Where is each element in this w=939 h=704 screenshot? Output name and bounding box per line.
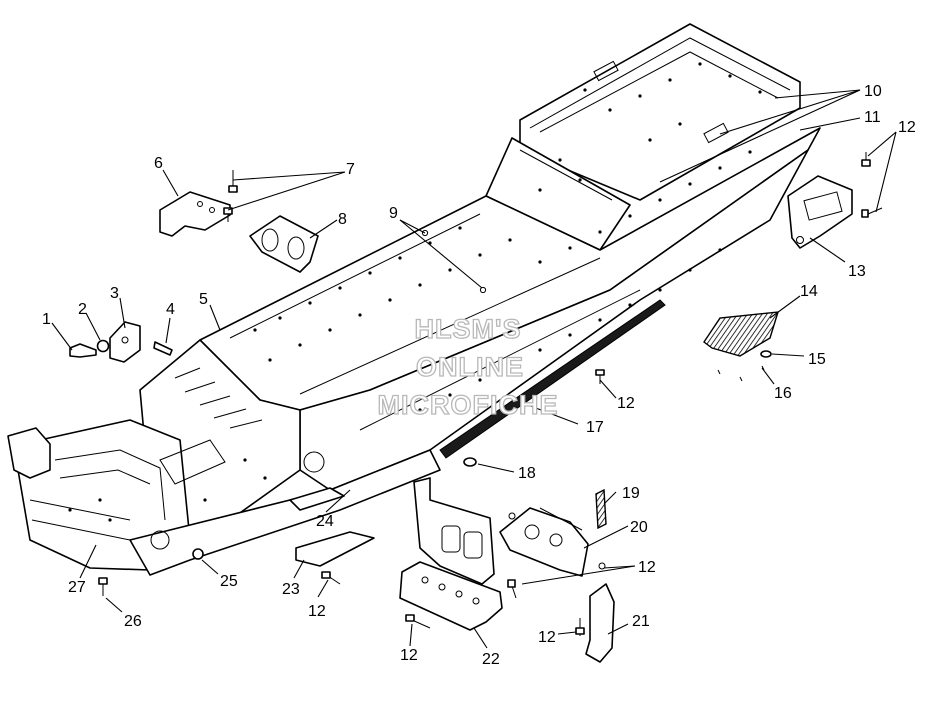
callout-19: 19	[622, 485, 640, 502]
part-25-plug	[192, 548, 204, 560]
callout-12-top-right: 12	[898, 119, 916, 136]
part-6-bracket	[159, 191, 231, 237]
callout-3: 3	[110, 285, 119, 302]
part-21-guard	[585, 583, 615, 663]
part-26-screw	[98, 577, 108, 596]
part-18-plug	[463, 457, 477, 467]
part-12-screws-lower	[321, 512, 606, 636]
cooler-fins	[174, 367, 263, 429]
callout-11: 11	[864, 109, 881, 126]
callout-20: 20	[630, 519, 648, 536]
part-bulkhead-plate	[413, 477, 495, 585]
watermark-line-1: HLSM'S	[415, 314, 522, 344]
callout-13: 13	[848, 263, 866, 280]
part-23-plate	[295, 531, 375, 567]
callout-12-lower-right: 12	[538, 629, 556, 646]
callout-12-bottom-center: 12	[400, 647, 418, 664]
callout-23: 23	[282, 581, 300, 598]
part-3-bracket	[109, 321, 141, 363]
chassis-frame	[7, 23, 821, 576]
callout-22: 22	[482, 651, 500, 668]
part-13-bracket	[787, 175, 853, 249]
part-19-strap	[595, 488, 607, 530]
part-1-bolt	[69, 343, 97, 358]
callout-2: 2	[78, 301, 87, 318]
part-7-screws	[223, 170, 238, 222]
part-14-heel-pad	[703, 311, 779, 357]
watermark-line-3: MICROFICHE	[378, 390, 559, 420]
callout-12-center: 12	[617, 395, 635, 412]
callout-7: 7	[346, 161, 355, 178]
leader-lines	[51, 89, 897, 649]
callout-14: 14	[800, 283, 818, 300]
callout-10: 10	[864, 83, 882, 100]
part-2-nut	[96, 339, 110, 353]
callout-9: 9	[389, 205, 398, 222]
callout-8: 8	[338, 211, 347, 228]
callout-15: 15	[808, 351, 826, 368]
callout-18: 18	[518, 465, 536, 482]
part-20-cover	[499, 507, 589, 577]
callout-26: 26	[124, 613, 142, 630]
callout-21: 21	[632, 613, 650, 630]
callout-5: 5	[199, 291, 208, 308]
part-12-screw-center	[595, 369, 605, 384]
callout-4: 4	[166, 301, 175, 318]
part-4-bolt	[153, 341, 173, 356]
part-8-gasket	[249, 215, 319, 273]
callout-6: 6	[154, 155, 163, 172]
part-12-screws-right	[861, 152, 883, 218]
callout-17: 17	[586, 419, 604, 436]
watermark-line-2: ONLINE	[416, 352, 524, 382]
callout-25: 25	[220, 573, 238, 590]
part-15-washer	[760, 350, 772, 358]
callout-labels: 1 2 3 4 5 6 7 8 9 10 11 12 13 14 15 16 1…	[42, 83, 916, 668]
callout-24: 24	[316, 513, 334, 530]
part-22-skid-plate	[399, 561, 503, 631]
callout-12-bottom-left: 12	[308, 603, 326, 620]
watermark: HLSM'S ONLINE MICROFICHE	[377, 313, 559, 420]
rivet-holes	[68, 62, 762, 522]
callout-1: 1	[42, 311, 51, 328]
callout-16: 16	[774, 385, 792, 402]
part-16-screw	[717, 365, 765, 382]
callout-12-mid-right: 12	[638, 559, 656, 576]
callout-27: 27	[68, 579, 86, 596]
